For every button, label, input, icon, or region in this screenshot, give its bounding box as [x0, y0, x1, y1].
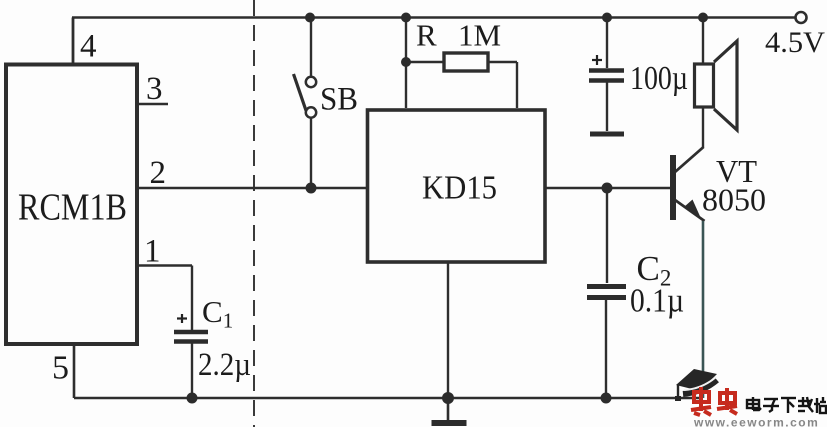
svg-text:1: 1 — [144, 234, 161, 270]
svg-text:C1: C1 — [202, 294, 233, 333]
svg-text:1M: 1M — [458, 18, 501, 53]
svg-text:4.5V: 4.5V — [765, 26, 825, 59]
svg-text:3: 3 — [146, 71, 163, 107]
svg-text:VT: VT — [716, 153, 757, 189]
svg-text:8050: 8050 — [702, 182, 766, 218]
svg-text:2.2µ: 2.2µ — [198, 347, 251, 383]
svg-text:RCM1B: RCM1B — [18, 187, 127, 229]
svg-text:SB: SB — [320, 82, 358, 118]
svg-text:R: R — [416, 18, 437, 53]
svg-text:2: 2 — [150, 155, 167, 191]
svg-text:100µ: 100µ — [630, 60, 688, 97]
svg-text:5: 5 — [52, 350, 69, 387]
svg-text:0.1µ: 0.1µ — [630, 283, 684, 320]
svg-text:www.eeworm.com: www.eeworm.com — [693, 416, 819, 427]
svg-text:4: 4 — [80, 29, 97, 65]
svg-text:KD15: KD15 — [422, 170, 497, 207]
